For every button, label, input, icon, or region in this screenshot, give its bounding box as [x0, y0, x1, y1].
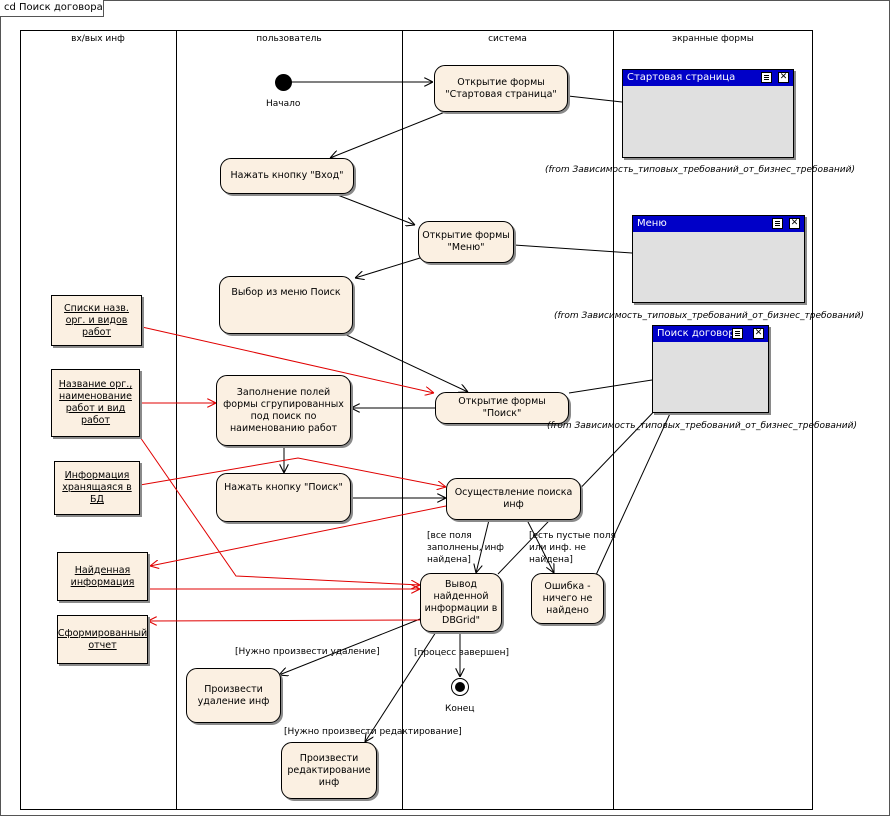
flow-results-to-edit	[365, 631, 437, 742]
data-dbinfo-to-do-search	[139, 457, 446, 487]
initial-node-label: Начало	[266, 99, 301, 109]
form-start-page-title: Стартовая страница ✕	[623, 70, 793, 86]
flow-open-start-to-enter	[330, 111, 446, 158]
activity-fill-fields: Заполнение полей формы сгрупированных по…	[216, 375, 351, 446]
data-results-to-report	[148, 620, 421, 621]
lane-divider	[613, 30, 614, 810]
link-start-page-form	[567, 95, 623, 103]
object-found-info: Найденная информация	[57, 552, 148, 601]
form-contract-search-title-text: Поиск договора	[657, 328, 741, 339]
guard-need-edit: [Нужно произвести редактирование]	[284, 727, 462, 737]
object-lists: Списки назв. орг. и видов работ	[51, 295, 142, 346]
activity-do-search: Осуществление поиска инф	[446, 478, 581, 520]
activity-select-search: Выбор из меню Поиск	[219, 276, 353, 334]
lane-divider	[402, 30, 403, 810]
guard-need-delete: [Нужно произвести удаление]	[235, 647, 380, 657]
close-icon: ✕	[778, 72, 789, 83]
lane-divider	[176, 30, 177, 810]
initial-node	[275, 74, 292, 91]
form-contract-search-title: Поиск договора ✕	[653, 326, 768, 342]
maximize-icon	[761, 72, 772, 83]
form-start-page-title-text: Стартовая страница	[627, 72, 736, 83]
activity-error: Ошибка - ничего не найдено	[531, 573, 604, 624]
flow-results-to-delete	[279, 618, 421, 675]
activity-delete: Произвести удаление инф	[186, 668, 281, 723]
lane-header-io: вх/вых инф	[71, 34, 125, 44]
flow-select-to-open-search	[339, 331, 468, 392]
final-node-label: Конец	[445, 704, 475, 714]
flow-do-search-to-error	[526, 519, 554, 573]
flow-open-menu-to-select	[355, 257, 421, 278]
guard-done: [процесс завершен]	[414, 648, 510, 658]
diagram-title: cd Поиск договора	[0, 0, 104, 17]
activity-open-menu: Открытие формы "Меню"	[418, 221, 514, 263]
data-lists-to-open-search	[141, 326, 434, 393]
guard-empty-fields: [есть пустые поля или инф. не найдена]	[529, 531, 616, 565]
maximize-icon	[732, 328, 743, 339]
activity-edit: Произвести редактирование инф	[281, 742, 377, 799]
flow-do-search-to-results	[476, 519, 490, 573]
object-db-info: Информация хранящаяся в БД	[54, 461, 140, 515]
note-from-requirements: (from Зависимость_типовых_требований_от_…	[554, 311, 864, 321]
close-icon: ✕	[753, 328, 764, 339]
object-report: Сформированный отчет	[57, 615, 148, 664]
form-contract-search: Поиск договора ✕	[652, 325, 769, 413]
data-orgname-to-results	[139, 436, 420, 585]
form-menu-title-text: Меню	[637, 218, 667, 229]
form-menu: Меню ✕	[632, 215, 805, 303]
activity-click-search: Нажать кнопку "Поиск"	[216, 473, 351, 522]
final-node	[451, 678, 469, 696]
lane-header-forms: экранные формы	[672, 34, 754, 44]
form-menu-title: Меню ✕	[633, 216, 804, 232]
activity-open-search: Открытие формы "Поиск"	[435, 392, 569, 424]
flow-enter-to-open-menu	[334, 193, 415, 225]
form-start-page: Стартовая страница ✕	[622, 69, 794, 158]
note-from-requirements: (from Зависимость_типовых_требований_от_…	[547, 421, 857, 431]
activity-click-enter: Нажать кнопку "Вход"	[220, 158, 354, 194]
note-from-requirements: (from Зависимость_типовых_требований_от_…	[545, 165, 855, 175]
link-search-form-to-results	[497, 399, 666, 575]
lane-header-system: система	[488, 34, 527, 44]
activity-open-start-page: Открытие формы "Стартовая страница"	[434, 65, 568, 112]
close-icon: ✕	[789, 218, 800, 229]
guard-all-filled: [все поля заполнены, инф найдена]	[427, 531, 505, 565]
maximize-icon	[772, 218, 783, 229]
object-org-name: Название орг., наименование работ и вид …	[51, 369, 140, 437]
swimlane-pool	[20, 30, 813, 810]
link-menu-form	[513, 244, 633, 254]
lane-header-user: пользователь	[256, 34, 322, 44]
link-search-form	[568, 379, 653, 394]
data-do-search-to-found	[150, 505, 447, 566]
activity-show-results: Вывод найденной информации в DBGrid"	[420, 573, 502, 632]
